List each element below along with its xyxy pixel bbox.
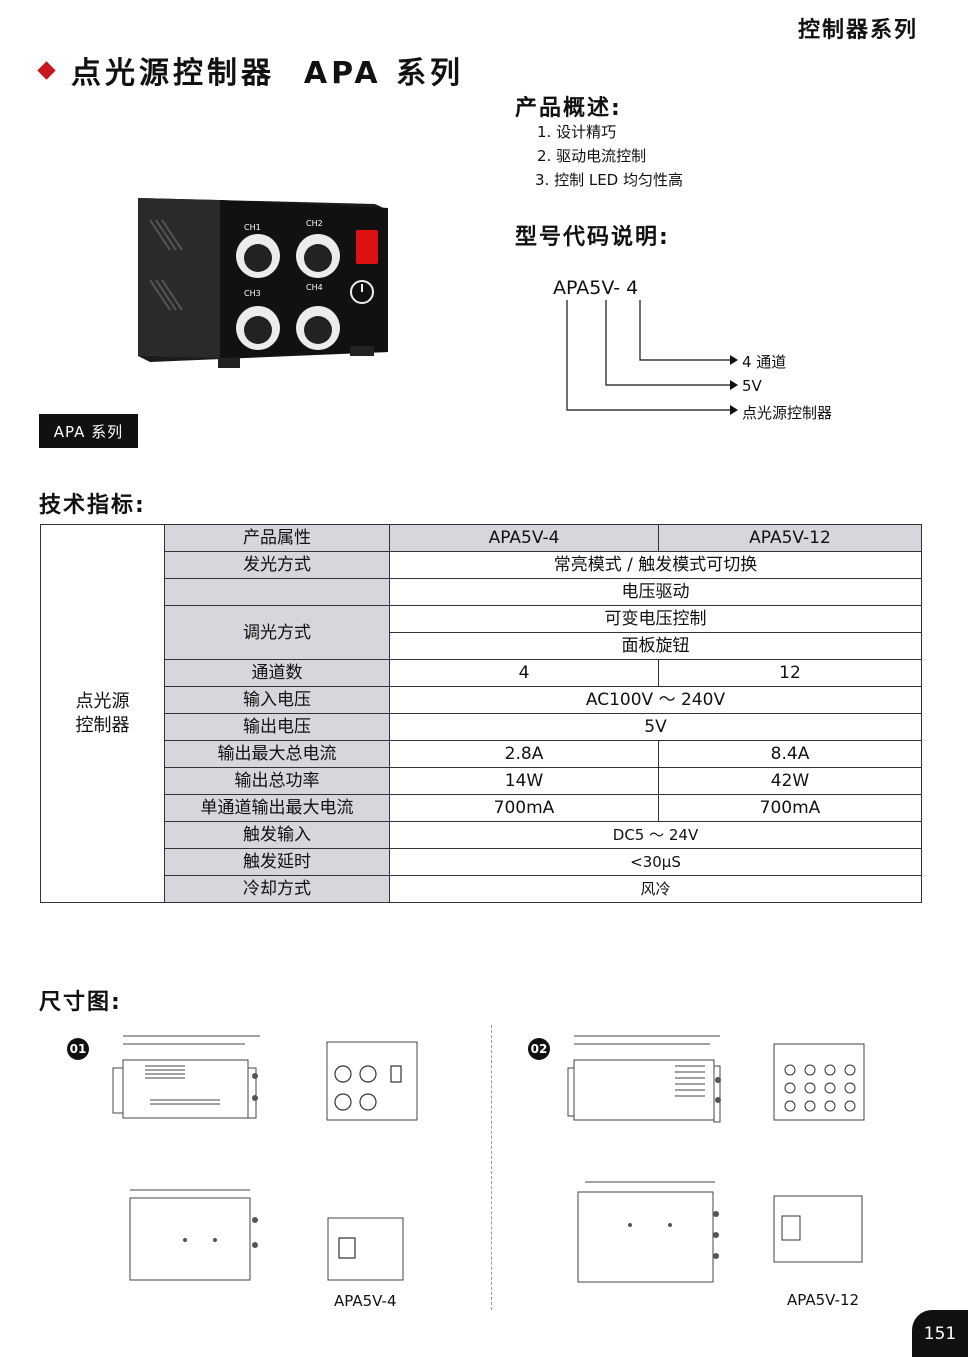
table-row: 通道数 4 12 [41,659,922,687]
table-row: 调光方式 可变电压控制 [41,605,922,660]
dimension-drawing-apa5v-12 [567,1035,865,1283]
overview-list: 1. 设计精巧 2. 驱动电流控制 3. 控制 LED 均匀性高 [535,120,683,192]
spec-label: 输入电压 [164,686,390,714]
spec-label: 触发延时 [164,848,390,876]
series-tag: 控制器系列 [797,18,918,43]
spec-value: 可变电压控制 [389,605,922,633]
spec-value: 4 [389,659,659,687]
spec-label: 输出最大总电流 [164,740,390,768]
table-row: 输出电压 5V [41,713,922,741]
spec-label: 输出总功率 [164,767,390,795]
series-label: APA 系列 [39,414,138,448]
table-row: 面板旋钮 [41,632,922,660]
spec-label: 单通道输出最大电流 [164,794,390,822]
knobs [236,234,340,350]
table-row: 输入电压 AC100V ～ 240V [41,686,922,714]
model-code-diagram [566,300,738,415]
spec-table: 点光源 控制器 产品属性 APA5V-4 APA5V-12 发光方式 常亮模式 … [40,524,922,903]
table-row: 单通道输出最大电流 700mA 700mA [41,794,922,822]
spec-value: 常亮模式 / 触发模式可切换 [389,551,922,579]
product-photo: CH1 CH2 CH3 CH4 [138,198,388,368]
table-row: 发光方式 常亮模式 / 触发模式可切换 [41,551,922,579]
drawing-caption-apa5v-4: APA5V-4 [334,1292,397,1310]
spec-value: 12 [658,659,922,687]
knob-label: CH1 [244,223,261,232]
drawing-caption-apa5v-12: APA5V-12 [787,1291,860,1309]
spec-value: 42W [658,767,922,795]
dimension-drawing-apa5v-4 [112,1035,418,1281]
header-cell: 产品属性 [164,524,390,552]
knob-label: CH3 [244,289,261,298]
spec-value: 14W [389,767,659,795]
arrow-right-icon [730,355,738,365]
dimensions-heading: 尺寸图: [39,990,122,1015]
power-icon [350,280,374,304]
knob-label: CH4 [306,283,323,292]
header-cell: APA5V-4 [389,524,659,552]
code-label-product: 点光源控制器 [742,404,833,422]
spec-label: 发光方式 [164,551,390,579]
spec-value: 5V [389,713,922,741]
knob-label: CH2 [306,219,323,228]
table-row: 触发输入 DC5 ～ 24V [41,821,922,849]
spec-value: DC5 ～ 24V [389,821,922,849]
power-switch-icon [356,230,378,264]
table-row: 输出总功率 14W 42W [41,767,922,795]
title-row: 点光源控制器 APA 系列 [37,50,465,91]
arrow-right-icon [730,380,738,390]
spec-category: 点光源 控制器 [40,524,165,903]
code-label-voltage: 5V [742,377,762,395]
specs-heading: 技术指标: [39,493,146,518]
page-title: 点光源控制器 APA 系列 [71,56,465,91]
spec-value: <30μS [389,848,922,876]
spec-value: 电压驱动 [389,578,922,606]
spec-value: 风冷 [389,875,922,903]
page-number: 151 [912,1310,968,1357]
spec-label: 冷却方式 [164,875,390,903]
table-row: 冷却方式 风冷 [41,875,922,903]
spec-value: 8.4A [658,740,922,768]
spec-label: 通道数 [164,659,390,687]
drawing-badge-02: 02 [528,1038,550,1060]
drawing-badge-01: 01 [67,1038,89,1060]
spec-value: 2.8A [389,740,659,768]
table-row: 触发延时 <30μS [41,848,922,876]
spec-value: 700mA [658,794,922,822]
header-cell: APA5V-12 [658,524,922,552]
table-row: 输出最大总电流 2.8A 8.4A [41,740,922,768]
list-item: 2. 驱动电流控制 [537,147,647,165]
overview-heading: 产品概述: [515,96,622,121]
arrow-right-icon [730,405,738,415]
divider [491,1025,492,1310]
table-row: 点光源 控制器 产品属性 APA5V-4 APA5V-12 [40,524,922,903]
spec-label [164,578,390,606]
spec-value: 面板旋钮 [389,632,922,660]
diamond-bullet-icon [37,60,56,80]
spec-value: 700mA [389,794,659,822]
model-code-heading: 型号代码说明: [515,225,670,250]
code-label-channels: 4 通道 [742,353,787,371]
list-item: 3. 控制 LED 均匀性高 [535,171,684,189]
spec-value: AC100V ～ 240V [389,686,922,714]
model-code: APA5V- 4 [553,277,639,299]
spec-label: 调光方式 [164,605,390,660]
table-row: 电压驱动 [41,578,922,606]
spec-label: 触发输入 [164,821,390,849]
list-item: 1. 设计精巧 [537,123,617,141]
spec-label: 输出电压 [164,713,390,741]
